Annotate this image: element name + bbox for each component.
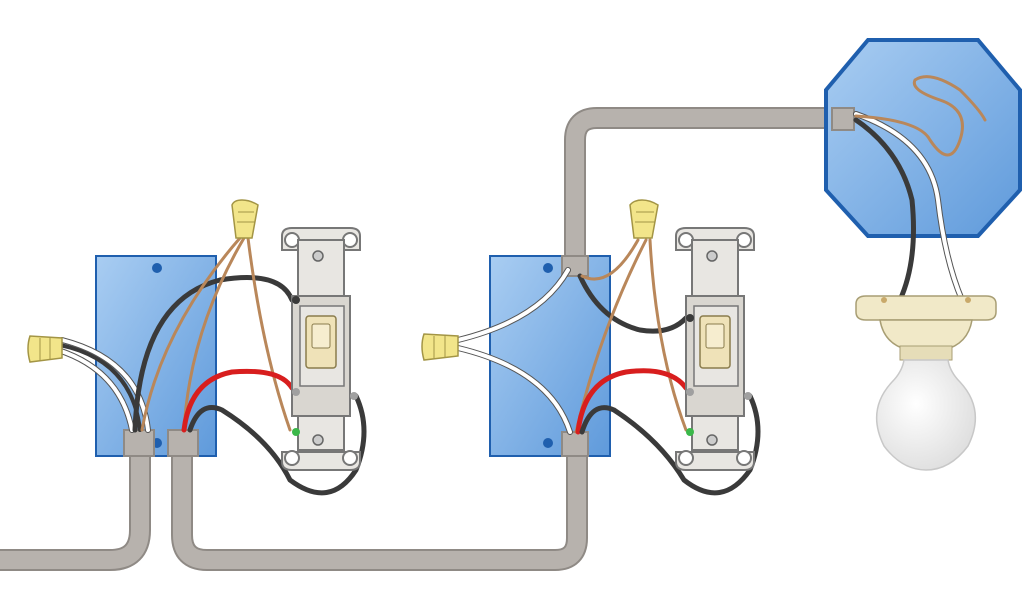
wires-middle-box [455,238,761,496]
box-screw-hole [152,263,162,273]
cable-to-fixture [564,107,850,262]
box-screw-hole [543,263,553,273]
wire-nut-neutral [421,333,459,361]
cable-between-switches [171,430,588,571]
lamp-socket [855,295,997,361]
wire-nut-ground-left [231,199,259,239]
wires-fixture [853,75,987,303]
mount-screw-icon [312,250,324,262]
octagon-ceiling-box [824,38,1022,238]
three-way-switch-left [281,227,361,471]
wire-nut-feed [27,335,63,363]
cable-feed [0,430,151,571]
three-way-switch-right [675,227,755,471]
ground-screw-icon [292,428,300,436]
switch-box-middle [489,255,611,457]
light-bulb [875,359,977,471]
box-screw-hole [543,438,553,448]
wire-nut-ground-right [629,199,659,239]
wires-left-box [55,236,367,496]
